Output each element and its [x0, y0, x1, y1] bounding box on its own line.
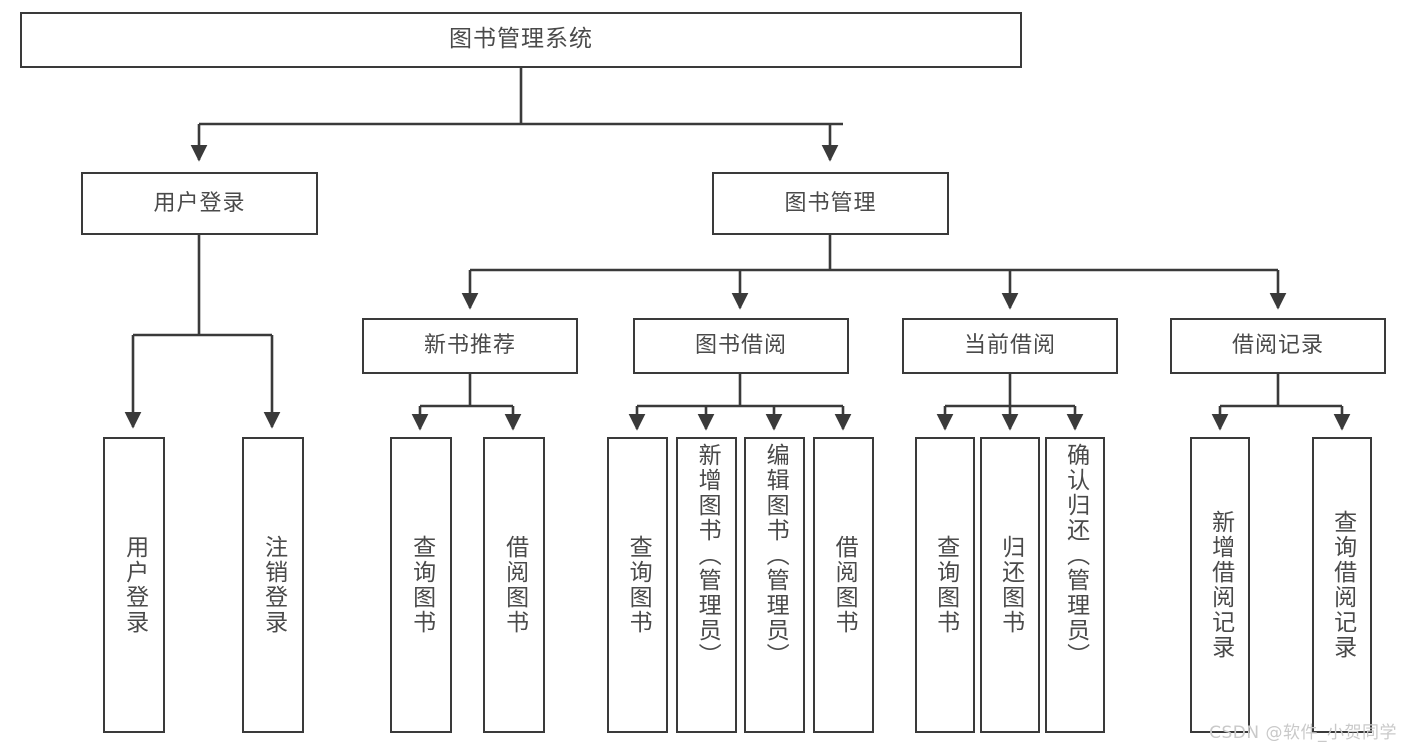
node-book-management-label: 图书管理 [784, 190, 877, 216]
node-current-borrow[interactable]: 当前借阅 [902, 318, 1118, 374]
leaf-query-book-borrow[interactable]: 查询图书 [607, 437, 668, 733]
leaf-query-borrow-record-label: 查询借阅记录 [1329, 510, 1356, 660]
leaf-query-book-current[interactable]: 查询图书 [915, 437, 975, 733]
leaf-edit-book-admin-label: 编辑图书（管理员） [762, 443, 789, 668]
leaf-add-book-admin-label: 新增图书（管理员） [694, 443, 721, 668]
node-user-login-label: 用户登录 [153, 190, 246, 216]
leaf-borrow-book-recommend-label: 借阅图书 [501, 535, 528, 635]
leaf-borrow-book[interactable]: 借阅图书 [813, 437, 874, 733]
leaf-query-book-borrow-label: 查询图书 [625, 535, 652, 635]
leaf-edit-book-admin[interactable]: 编辑图书（管理员） [744, 437, 805, 733]
node-borrow-records[interactable]: 借阅记录 [1170, 318, 1386, 374]
leaf-confirm-return-admin[interactable]: 确认归还（管理员） [1045, 437, 1105, 733]
node-book-management[interactable]: 图书管理 [712, 172, 949, 235]
node-new-book-recommend-label: 新书推荐 [423, 333, 516, 359]
leaf-query-book-current-label: 查询图书 [932, 535, 959, 635]
node-book-borrow[interactable]: 图书借阅 [633, 318, 849, 374]
leaf-add-borrow-record-label: 新增借阅记录 [1207, 510, 1234, 660]
leaf-confirm-return-admin-label: 确认归还（管理员） [1062, 443, 1089, 668]
leaf-return-book[interactable]: 归还图书 [980, 437, 1040, 733]
leaf-return-book-label: 归还图书 [997, 535, 1024, 635]
node-borrow-records-label: 借阅记录 [1231, 333, 1324, 359]
leaf-add-book-admin[interactable]: 新增图书（管理员） [676, 437, 737, 733]
node-root[interactable]: 图书管理系统 [20, 12, 1022, 68]
leaf-borrow-book-recommend[interactable]: 借阅图书 [483, 437, 545, 733]
leaf-user-login-label: 用户登录 [121, 535, 148, 635]
node-root-label: 图书管理系统 [449, 26, 593, 53]
leaf-query-book-recommend[interactable]: 查询图书 [390, 437, 452, 733]
node-new-book-recommend[interactable]: 新书推荐 [362, 318, 578, 374]
node-book-borrow-label: 图书借阅 [694, 333, 787, 359]
leaf-borrow-book-label: 借阅图书 [831, 535, 858, 635]
leaf-add-borrow-record[interactable]: 新增借阅记录 [1190, 437, 1250, 733]
leaf-query-book-recommend-label: 查询图书 [408, 535, 435, 635]
leaf-user-login[interactable]: 用户登录 [103, 437, 165, 733]
leaf-query-borrow-record[interactable]: 查询借阅记录 [1312, 437, 1372, 733]
csdn-watermark: CSDN @软件_小贺同学 [1209, 723, 1397, 743]
leaf-logout-label: 注销登录 [260, 535, 287, 635]
node-current-borrow-label: 当前借阅 [963, 333, 1056, 359]
leaf-logout[interactable]: 注销登录 [242, 437, 304, 733]
node-user-login[interactable]: 用户登录 [81, 172, 318, 235]
